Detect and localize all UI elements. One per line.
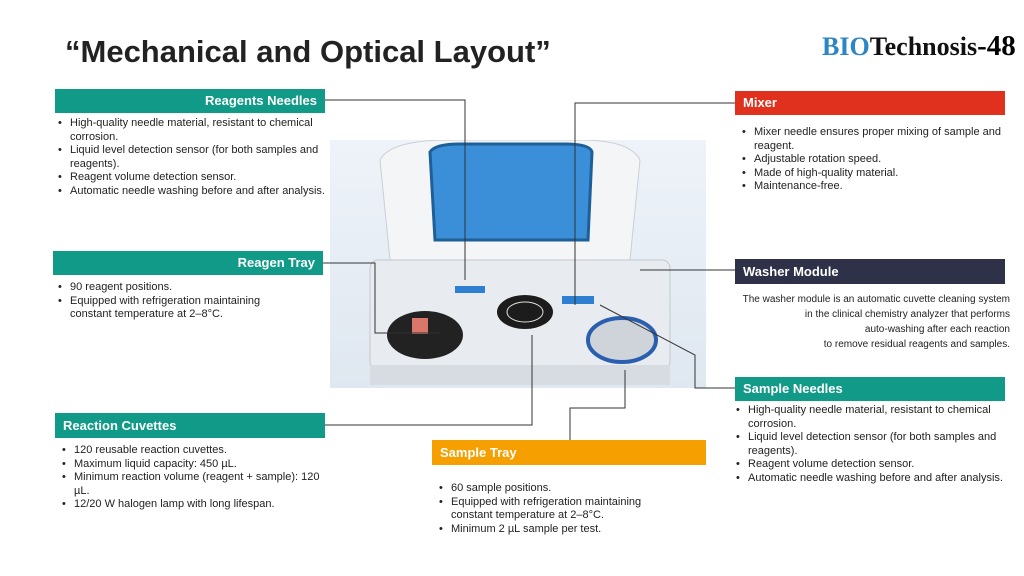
list-item: Reagent volume detection sensor. (734, 458, 1004, 472)
reagent-tray-list: 90 reagent positions. Equipped with refr… (56, 281, 296, 322)
list-item: 120 reusable reaction cuvettes. (60, 444, 330, 458)
reagents-needles-header: Reagents Needles (55, 89, 325, 113)
washer-module-description: The washer module is an automatic cuvett… (712, 292, 1010, 352)
sample-needles-header: Sample Needles (735, 377, 1005, 401)
sample-tray-list: 60 sample positions. Equipped with refri… (437, 482, 677, 536)
list-item: 60 sample positions. (437, 482, 677, 496)
list-item: Liquid level detection sensor (for both … (734, 431, 1004, 458)
mixer-header: Mixer (735, 91, 1005, 115)
washer-module-header: Washer Module (735, 259, 1005, 284)
list-item: High-quality needle material, resistant … (56, 117, 326, 144)
list-item: Maximum liquid capacity: 450 µL. (60, 458, 330, 472)
list-item: Reagent volume detection sensor. (56, 171, 326, 185)
mixer-list: Mixer needle ensures proper mixing of sa… (740, 126, 1010, 194)
analyzer-photo (330, 139, 706, 388)
description-line: The washer module is an automatic cuvett… (742, 294, 1010, 305)
list-item: Automatic needle washing before and afte… (734, 472, 1004, 486)
list-item: Equipped with refrigeration maintaining … (437, 496, 677, 523)
list-item: High-quality needle material, resistant … (734, 404, 1004, 431)
list-item: Minimum reaction volume (reagent + sampl… (60, 471, 330, 498)
list-item: Liquid level detection sensor (for both … (56, 144, 326, 171)
list-item: 90 reagent positions. (56, 281, 296, 295)
sample-needles-list: High-quality needle material, resistant … (734, 404, 1004, 485)
list-item: 12/20 W halogen lamp with long lifespan. (60, 498, 330, 512)
description-line: in the clinical chemistry analyzer that … (804, 309, 1010, 320)
description-line: auto-washing after each reaction (864, 324, 1010, 335)
reaction-cuvettes-header: Reaction Cuvettes (55, 413, 325, 438)
description-line: to remove residual reagents and samples. (823, 339, 1010, 350)
list-item: Minimum 2 µL sample per test. (437, 523, 677, 537)
list-item: Automatic needle washing before and afte… (56, 185, 326, 199)
list-item: Equipped with refrigeration maintaining … (56, 295, 296, 322)
list-item: Maintenance-free. (740, 180, 1010, 194)
slide-title: “Mechanical and Optical Layout” (65, 34, 551, 69)
list-item: Made of high-quality material. (740, 167, 1010, 181)
reagents-needles-list: High-quality needle material, resistant … (56, 117, 326, 198)
list-item: Adjustable rotation speed. (740, 153, 1010, 167)
biotechnosis-logo: BIOTechnosis-48 (822, 30, 1016, 62)
reagent-tray-header: Reagen Tray (53, 251, 323, 275)
reaction-cuvettes-list: 120 reusable reaction cuvettes. Maximum … (60, 444, 330, 512)
sample-tray-header: Sample Tray (432, 440, 706, 465)
list-item: Mixer needle ensures proper mixing of sa… (740, 126, 1010, 153)
